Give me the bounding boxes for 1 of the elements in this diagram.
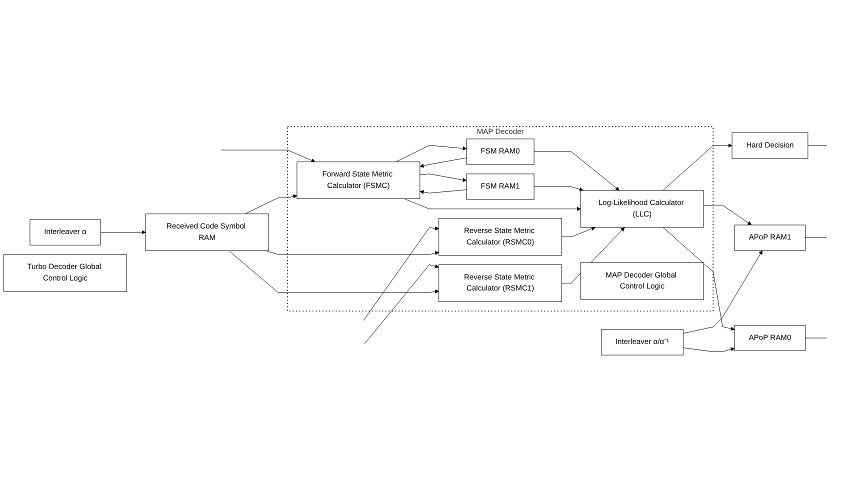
connector [808,145,828,146]
